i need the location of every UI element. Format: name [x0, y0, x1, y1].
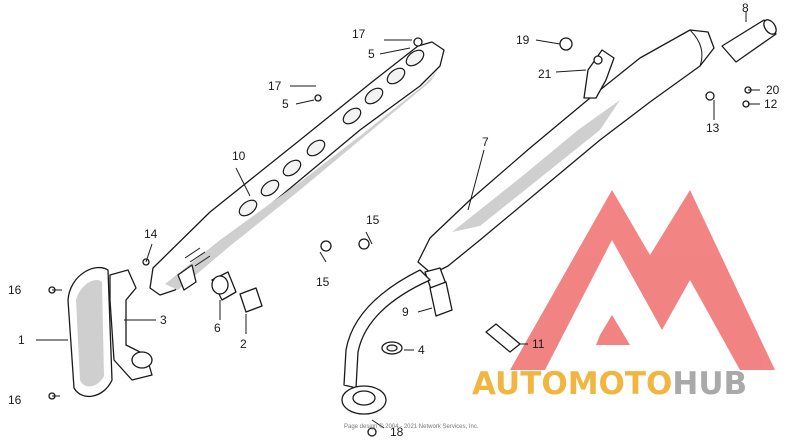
leader-lines [36, 12, 760, 429]
copyright-text: Page design © 2004 - 2021 Network Servic… [344, 423, 479, 430]
callout-10: 10 [232, 149, 246, 163]
automotohub-logo-icon [510, 190, 775, 370]
rubber-bushing-part [485, 323, 521, 353]
callout-5b: 5 [282, 97, 289, 111]
muffler-part [341, 29, 715, 415]
callout-19: 19 [516, 33, 530, 47]
callout-2: 2 [240, 337, 247, 351]
callout-11: 11 [532, 337, 545, 351]
callout-13: 13 [706, 121, 720, 135]
callout-15a: 15 [366, 213, 380, 227]
callout-5a: 5 [368, 47, 375, 61]
callout-16b: 16 [8, 393, 22, 407]
washer-part [381, 341, 403, 355]
exhaust-pipe-front-part [109, 269, 153, 381]
callout-6: 6 [214, 321, 221, 335]
exhaust-protector-part [67, 266, 113, 398]
tail-pipe-part [721, 19, 777, 63]
collar-part [211, 271, 237, 301]
callout-4: 4 [418, 343, 425, 357]
muffler-band-part [429, 281, 453, 317]
heat-shield-part [149, 41, 445, 296]
watermark-text: AUTOMOTOHUB [472, 366, 747, 402]
callout-3: 3 [160, 313, 167, 327]
watermark-part2: HUB [672, 366, 747, 402]
callout-8: 8 [742, 1, 749, 15]
callout-1: 1 [18, 333, 25, 347]
callout-16a: 16 [8, 283, 22, 297]
callout-labels: 1 2 3 4 5 5 6 7 8 9 10 11 12 13 14 15 15… [8, 1, 780, 439]
callout-18: 18 [390, 425, 404, 439]
callout-15b: 15 [316, 275, 330, 289]
watermark-part1: AUTOMOTO [472, 366, 672, 402]
callout-7: 7 [482, 135, 489, 149]
gasket-clip-part [239, 287, 263, 313]
callout-12: 12 [764, 97, 778, 111]
callout-17a: 17 [352, 27, 366, 41]
callout-9: 9 [402, 305, 409, 319]
callout-21: 21 [538, 67, 552, 81]
callout-14: 14 [144, 227, 158, 241]
callout-20: 20 [766, 83, 780, 97]
callout-17b: 17 [268, 79, 282, 93]
